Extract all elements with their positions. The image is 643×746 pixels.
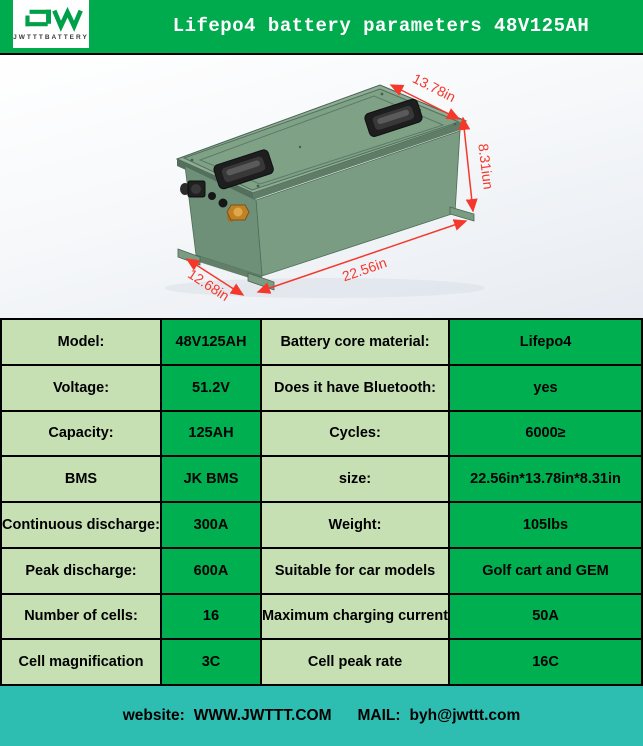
spec-value-cell: JK BMS [162, 457, 260, 501]
spec-value-cell: 600A [162, 548, 260, 593]
spec-label-cell: Cell magnification [2, 640, 160, 684]
battery-handle-left [213, 149, 274, 190]
spec-value-cell: 300A [162, 503, 260, 547]
spec-label-cell: Does it have Bluetooth: [262, 365, 448, 410]
spec-label-cell: Suitable for car models [262, 548, 448, 593]
spec-value-cell: 3C [162, 640, 260, 684]
spec-label-cell: Battery core material: [262, 320, 448, 364]
svg-text:13.78in: 13.78in [410, 70, 458, 105]
jwttt-logo-icon [25, 6, 83, 32]
spec-value-cell: 50A [450, 594, 641, 639]
spec-table: Model: 48V125AH Battery core material: L… [0, 318, 643, 686]
spec-value-cell: yes [450, 365, 641, 410]
mail-label: MAIL: [357, 707, 401, 724]
product-image: 13.78in 8.31iun 22.56in 12.68in [0, 55, 643, 318]
logo: JWTTTBATTERY [13, 0, 89, 48]
spec-label-cell: Voltage: [2, 365, 160, 410]
website-value: WWW.JWTTT.COM [193, 707, 332, 724]
spec-label-cell: Capacity: [2, 411, 160, 456]
battery-foot-right [449, 206, 475, 222]
spec-value-cell: 22.56in*13.78in*8.31in [450, 457, 641, 501]
spec-value-cell: 105lbs [450, 503, 641, 547]
spec-value-cell: 6000≥ [450, 411, 641, 456]
website-label: website: [122, 707, 185, 724]
page-title: Lifepo4 battery parameters 48V125AH [172, 15, 590, 37]
svg-text:8.31iun: 8.31iun [475, 143, 496, 191]
battery-port-dot-1 [208, 192, 216, 200]
battery-connector [180, 180, 206, 198]
spec-label-cell: Weight: [262, 503, 448, 547]
spec-label-cell: Continuous discharge: [2, 503, 160, 547]
spec-label-cell: Cell peak rate [262, 640, 448, 684]
dimension-height: 8.31iun [458, 116, 497, 213]
spec-label-cell: Number of cells: [2, 594, 160, 639]
mail-value: byh@jwttt.com [409, 707, 521, 724]
spec-value-cell: 16 [162, 594, 260, 639]
spec-label-cell: size: [262, 457, 448, 501]
spec-value-cell: 16C [450, 640, 641, 684]
header: JWTTTBATTERY Lifepo4 battery parameters … [0, 0, 643, 55]
logo-text: JWTTTBATTERY [13, 34, 89, 41]
spec-value-cell: 51.2V [162, 365, 260, 410]
spec-value-cell: 125AH [162, 411, 260, 456]
spec-label-cell: Model: [2, 320, 160, 364]
spec-label-cell: Maximum charging current [262, 594, 448, 639]
battery-port-dot-2 [218, 198, 228, 208]
battery-terminal [226, 204, 250, 222]
spec-label-cell: Peak discharge: [2, 548, 160, 593]
spec-value-cell: Lifepo4 [450, 320, 641, 364]
spec-value-cell: Golf cart and GEM [450, 548, 641, 593]
spec-label-cell: Cycles: [262, 411, 448, 456]
battery-lid-edge-right [253, 121, 466, 200]
spec-value-cell: 48V125AH [162, 320, 260, 364]
footer: website: WWW.JWTTT.COM MAIL: byh@jwttt.c… [0, 686, 643, 746]
battery-render: 13.78in 8.31iun 22.56in 12.68in [165, 70, 497, 304]
spec-label-cell: BMS [2, 457, 160, 501]
